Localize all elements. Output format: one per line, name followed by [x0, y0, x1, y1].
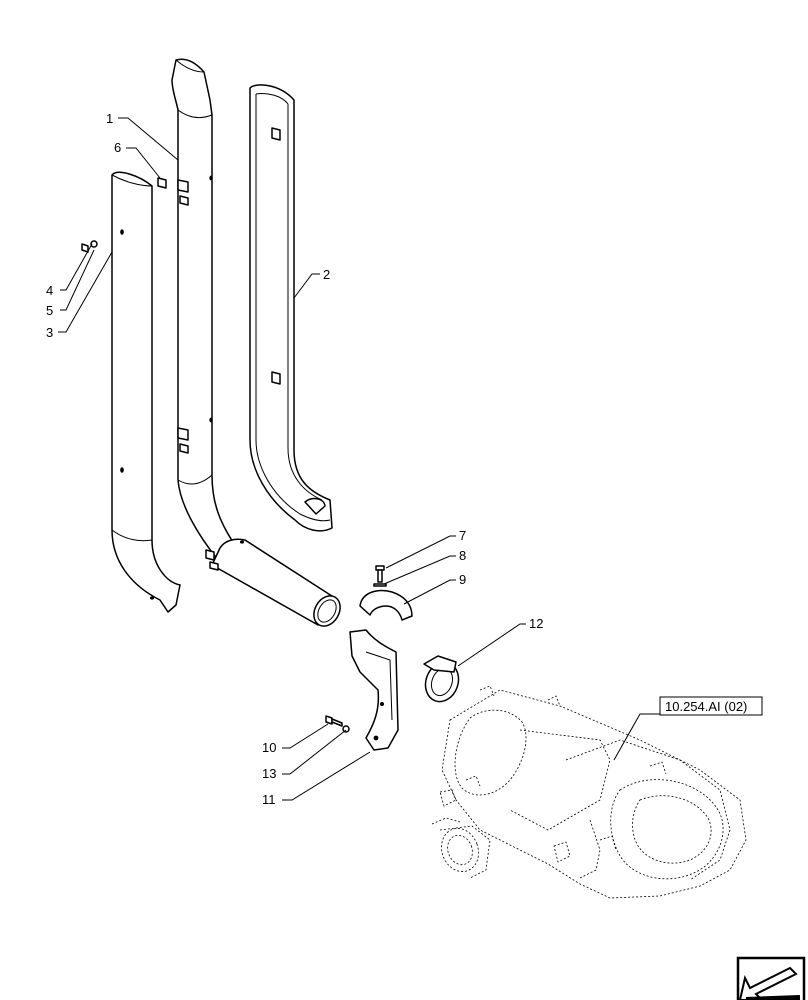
callout-8: 8 — [459, 548, 466, 563]
exhaust-elbow-pipe — [205, 538, 341, 627]
callout-10: 10 — [262, 740, 276, 755]
callout-11: 11 — [262, 792, 276, 807]
aftertreatment-assembly — [431, 685, 747, 899]
bolt-part-7 — [373, 565, 387, 587]
callout-1: 1 — [106, 111, 113, 126]
callout-3: 3 — [46, 325, 53, 340]
callout-4: 4 — [46, 283, 53, 298]
callout-13: 13 — [262, 766, 276, 781]
callout-2: 2 — [323, 267, 330, 282]
reference-box-label: 10.254.AI (02) — [665, 699, 747, 714]
callout-6: 6 — [114, 140, 121, 155]
next-page-arrow-icon[interactable] — [736, 956, 806, 1000]
bolt-part-4 — [81, 240, 98, 253]
clip-part-6 — [157, 177, 167, 189]
reference-box[interactable]: 10.254.AI (02) — [659, 696, 763, 716]
callout-labels: 1 6 4 5 3 2 7 8 9 12 10 13 11 — [46, 111, 543, 807]
callout-9: 9 — [459, 572, 466, 587]
callout-12: 12 — [529, 616, 543, 631]
band-clamp-part-12 — [423, 655, 460, 703]
leader-lines — [58, 117, 660, 801]
support-bracket-part-11 — [349, 629, 399, 751]
bolt-part-10 — [325, 715, 350, 733]
heat-shield-right — [249, 84, 333, 532]
clamp-part-9 — [359, 589, 413, 621]
heat-shield-left — [111, 171, 181, 613]
callout-5: 5 — [46, 303, 53, 318]
callout-7: 7 — [459, 528, 466, 543]
exhaust-stack-pipe — [171, 58, 246, 576]
